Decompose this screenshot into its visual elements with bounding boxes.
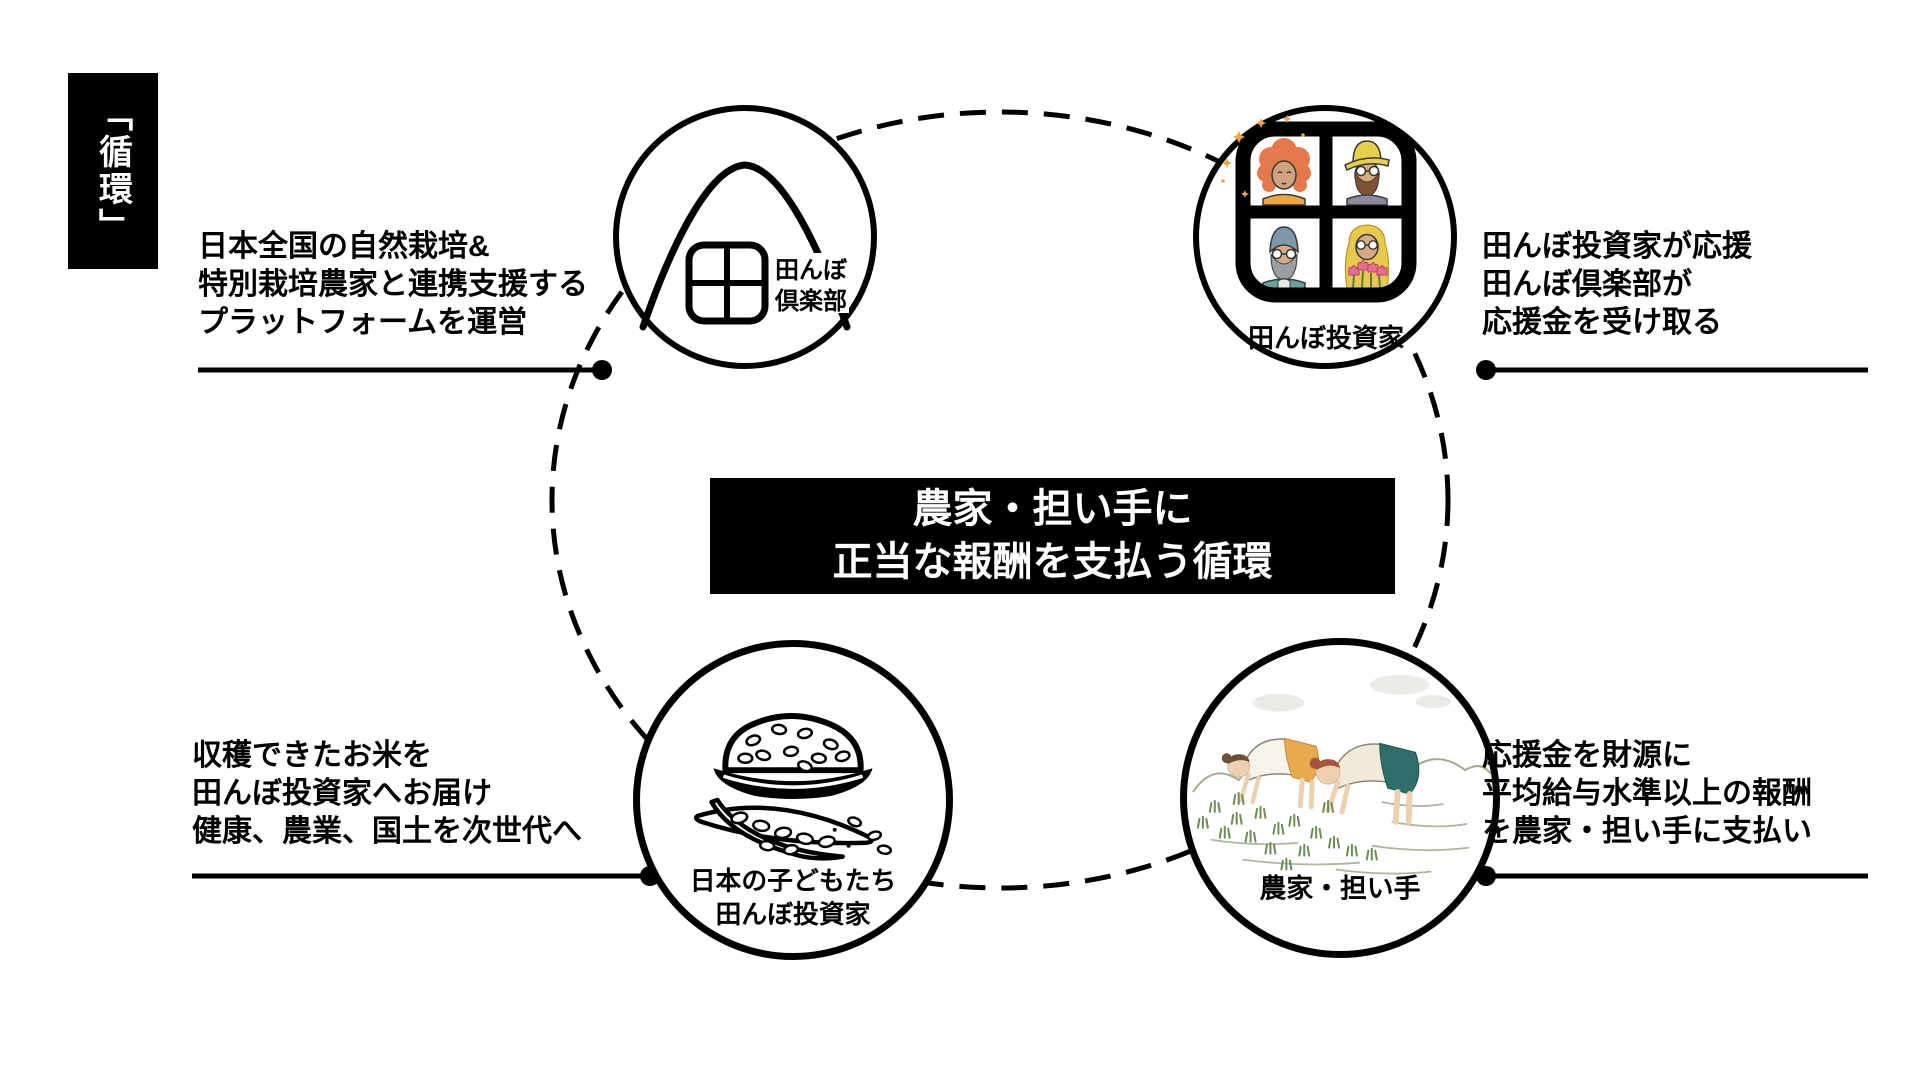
annotation-farmers-line1: 応援金を財源に [1482,739,1692,772]
annotation-children-line1: 収穫できたお米を [192,739,432,772]
sparkle-stars [1221,115,1305,198]
annotation-investors: 田んぼ投資家が応援 田んぼ倶楽部が 応援金を受け取る [1482,228,1752,342]
farmer-left [1221,737,1320,810]
node-farmers: 農家・担い手 [1180,638,1500,958]
annotation-club-line3: プラットフォームを運営 [198,306,528,339]
annotation-farmers-line2: 平均給与水準以上の報酬 [1482,777,1812,810]
farmer-right [1309,742,1420,825]
annotation-investors-line2: 田んぼ倶楽部が [1482,268,1692,301]
dot-top-left [592,360,612,380]
node-tanbo-investors: 田んぼ投資家 [1193,105,1457,369]
annotation-children-line3: 健康、農業、国土を次世代へ [192,815,582,848]
center-statement-line2: 正当な報酬を支払う循環 [832,540,1273,584]
tulip-stems [1352,270,1381,290]
annotation-farmers-line3: を農家・担い手に支払い [1482,815,1812,848]
planting-scene-background [1192,674,1492,875]
investor-portrait-blonde-tulips [1344,224,1390,290]
rice-bowl-icon: 日本の子どもたち 田んぼ投資家 [690,713,897,929]
roof-arc [639,161,851,331]
dot-top-right [1476,360,1496,380]
label-backing [769,253,849,313]
rice-stalks [694,797,893,861]
photo-grid-frame [1235,121,1417,303]
dashed-cycle-ellipse [549,109,1451,891]
window-cross [689,245,765,321]
club-label-line2: 倶楽部 [774,287,847,315]
investor-portrait-yellow-cap [1344,140,1390,206]
bowl [713,768,873,800]
annotation-club-line1: 日本全国の自然栽培& [198,230,490,263]
center-statement-banner: 農家・担い手に 正当な報酬を支払う循環 [710,478,1395,594]
investor-portraits-grid-icon: 田んぼ投資家 [1221,115,1417,353]
node-children-investors: 日本の子どもたち 田んぼ投資家 [633,640,953,960]
rice-bowl-illustration [694,713,893,861]
circulation-title-badge: 「循環」 [68,73,158,269]
investor-portrait-curly-hair [1257,138,1311,206]
children-label-line2: 田んぼ投資家 [716,899,871,929]
tulip-heads [1348,260,1388,276]
photo-grid-bars [1250,136,1402,288]
annotation-investors-line3: 応援金を受け取る [1482,306,1722,339]
annotation-club-line2: 特別栽培農家と連携支援する [198,268,588,301]
annotation-farmers: 応援金を財源に 平均給与水準以上の報酬 を農家・担い手に支払い [1482,737,1812,851]
center-statement-line1: 農家・担い手に [912,487,1193,531]
annotation-children: 収穫できたお米を 田んぼ投資家へお届け 健康、農業、国土を次世代へ [192,737,582,851]
investor-portrait-gray-beard [1262,226,1306,290]
rice-seedlings [1196,799,1378,871]
rice-house-logo-icon: 田んぼ 倶楽部 [639,161,851,331]
children-label-line1: 日本の子どもたち [690,866,897,895]
annotation-rules [192,367,1868,879]
farmers-label: 農家・担い手 [1260,872,1421,903]
investors-label: 田んぼ投資家 [1248,323,1404,353]
node-tanbo-club: 田んぼ 倶楽部 [613,105,877,369]
club-label-line1: 田んぼ [775,257,848,284]
annotation-children-line2: 田んぼ投資家へお届け [192,777,492,810]
annotation-club: 日本全国の自然栽培& 特別栽培農家と連携支援する プラットフォームを運営 [198,228,588,342]
rice-planting-scene-icon: 農家・担い手 [1192,674,1492,903]
rice-grains [737,723,851,773]
annotation-investors-line1: 田んぼ投資家が応援 [1482,230,1752,263]
